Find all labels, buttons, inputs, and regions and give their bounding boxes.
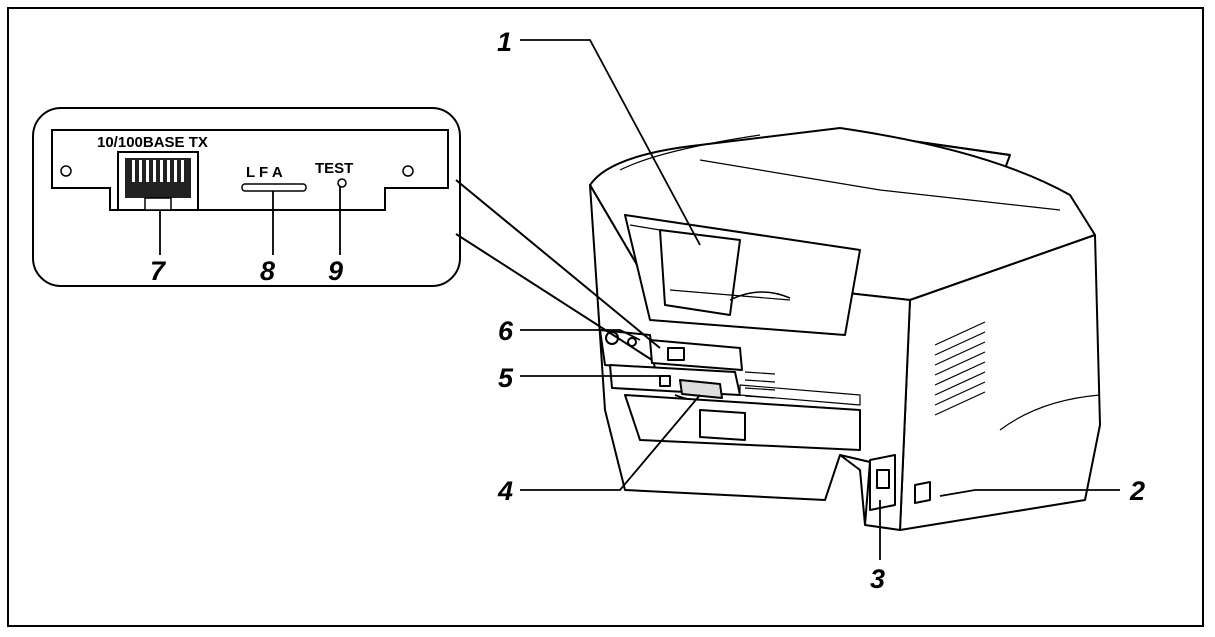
test-button-graphic	[337, 178, 347, 188]
callout-leaders	[520, 39, 1120, 560]
figure-frame	[7, 7, 1204, 627]
screw-hole-left	[60, 165, 72, 177]
test-label: TEST	[315, 160, 353, 177]
led-label: L F A	[246, 164, 283, 181]
network-panel-inset: 10/100BASE TX L F A TEST	[32, 107, 461, 287]
callout-2: 2	[1129, 476, 1145, 506]
callout-1: 1	[497, 27, 512, 57]
rj45-port-graphic	[117, 151, 199, 211]
callout-3: 3	[870, 564, 885, 594]
power-switch-graphic	[914, 481, 931, 504]
led-bar	[241, 183, 307, 192]
inset-connector-lines	[455, 179, 661, 361]
callout-6: 6	[498, 316, 514, 346]
callout-7: 7	[150, 256, 167, 286]
screw-hole-right	[402, 165, 414, 177]
callout-4: 4	[497, 476, 513, 506]
callout-9: 9	[328, 256, 343, 286]
printer-illustration	[589, 127, 1101, 531]
callout-8: 8	[260, 256, 275, 286]
callout-5: 5	[498, 363, 514, 393]
port-label: 10/100BASE TX	[97, 134, 208, 151]
